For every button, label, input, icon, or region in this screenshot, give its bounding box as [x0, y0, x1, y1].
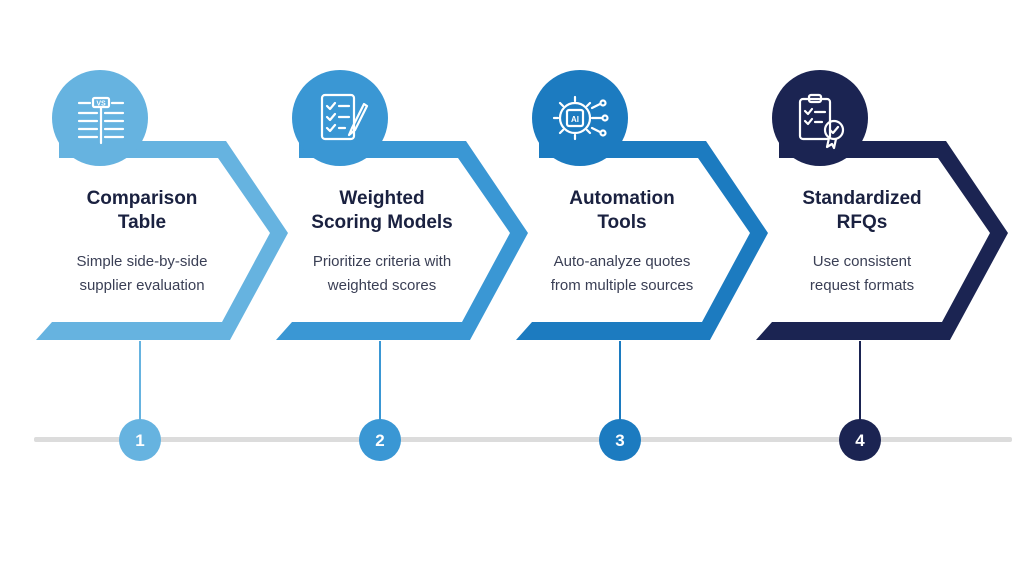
step-description: Use consistent request formats — [809, 253, 915, 294]
step-number-badge — [599, 419, 641, 461]
ai-gear-icon: AI — [552, 95, 609, 141]
step-title: Weighted Scoring Models — [311, 188, 453, 233]
step-1: 1 VS — [36, 70, 288, 461]
step-description: Simple side-by-side supplier evaluation — [76, 253, 208, 294]
step-4-text: Standardized RFQs Use consistent request… — [757, 187, 967, 298]
comparison-table-icon: VS — [77, 96, 125, 145]
step-2: 2 — [276, 70, 528, 461]
step-title: Automation Tools — [569, 188, 675, 233]
step-description: Prioritize criteria with weighted scores — [312, 253, 452, 294]
step-2-text: Weighted Scoring Models Prioritize crite… — [277, 187, 487, 298]
step-1-text: Comparison Table Simple side-by-side sup… — [37, 187, 247, 298]
svg-text:AI: AI — [571, 115, 579, 124]
step-number: 4 — [855, 431, 865, 450]
step-number: 1 — [135, 431, 144, 450]
step-number: 3 — [615, 431, 624, 450]
timeline-line — [34, 437, 1012, 442]
step-3: 3 AI — [516, 70, 768, 461]
scoring-checklist-icon — [320, 93, 369, 141]
certified-clipboard-icon — [798, 93, 845, 150]
step-4: 4 — [756, 70, 1008, 461]
step-description: Auto-analyze quotes from multiple source… — [550, 253, 694, 294]
step-number-badge — [119, 419, 161, 461]
step-number: 2 — [375, 431, 384, 450]
svg-text:VS: VS — [96, 101, 106, 108]
step-number-badge — [359, 419, 401, 461]
icon-circle — [772, 70, 868, 166]
icon-circle — [532, 70, 628, 166]
step-3-text: Automation Tools Auto-analyze quotes fro… — [517, 187, 727, 298]
step-title: Standardized RFQs — [802, 188, 922, 233]
step-title: Comparison Table — [86, 188, 198, 233]
step-number-badge — [839, 419, 881, 461]
